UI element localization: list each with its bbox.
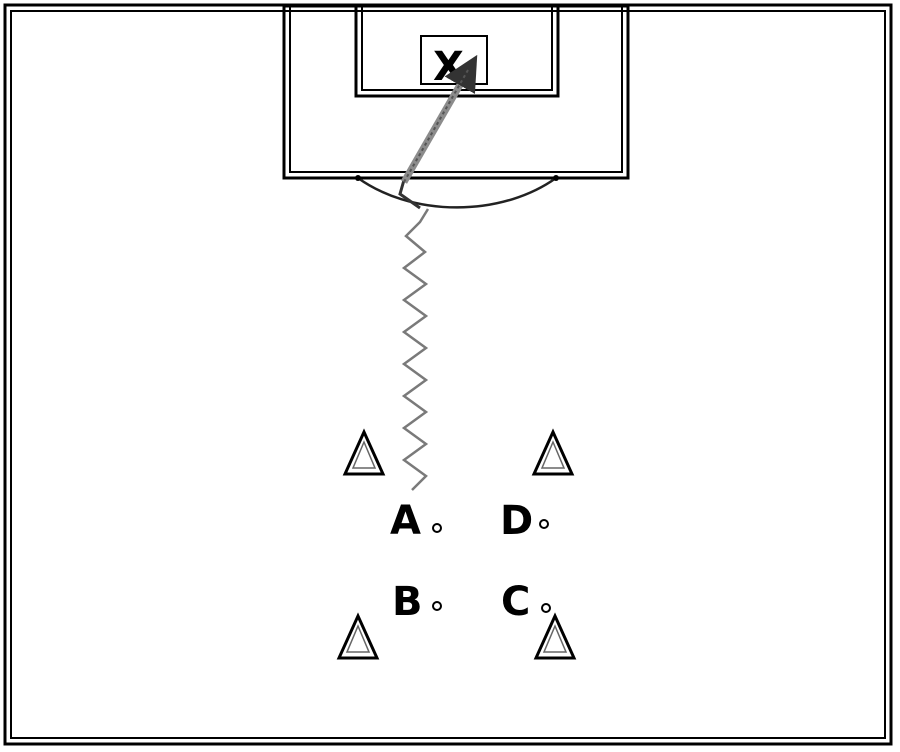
player-marker-d bbox=[539, 519, 549, 529]
cut-path bbox=[398, 179, 421, 210]
player-label-d: D bbox=[500, 498, 533, 544]
field-boundary bbox=[3, 3, 893, 746]
player-marker-a bbox=[432, 523, 442, 533]
player-marker-c bbox=[541, 603, 551, 613]
dribble-path bbox=[401, 208, 430, 491]
player-label-c: C bbox=[501, 579, 530, 625]
penalty-arc bbox=[357, 176, 557, 209]
arc-end-markers bbox=[355, 175, 559, 181]
player-label-a: A bbox=[390, 498, 421, 544]
cone bbox=[342, 428, 386, 476]
player-label-b: B bbox=[392, 579, 423, 625]
cone bbox=[531, 428, 575, 476]
cone bbox=[336, 612, 380, 660]
cone bbox=[533, 612, 577, 660]
player-marker-b bbox=[432, 601, 442, 611]
